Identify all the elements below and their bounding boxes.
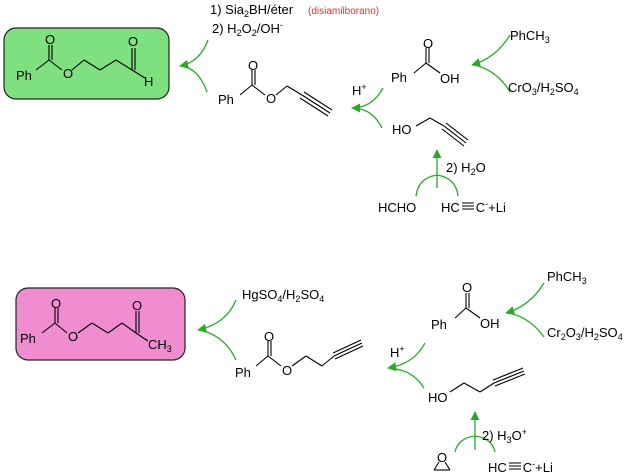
benzoic-acid-structure-bottom xyxy=(454,293,481,319)
arrow-toluene-oxidation-bottom xyxy=(505,282,545,338)
benzoic-acid-structure xyxy=(413,48,441,74)
product-ph-label: Ph xyxy=(16,68,32,83)
propargyl-benzoate-structure xyxy=(239,70,333,117)
product-carbonyl-o: O xyxy=(45,32,55,47)
dichromate-label: Cr2O3/H2SO4 xyxy=(547,325,623,342)
arrow-toluene-oxidation xyxy=(471,34,511,93)
arrow-hydration xyxy=(197,299,237,361)
epoxide-o-label: O xyxy=(437,450,447,465)
acid-ph-label-bottom: Ph xyxy=(431,317,447,332)
arrow-acetylide-addition xyxy=(415,149,459,197)
propargyl-alcohol-structure xyxy=(415,117,469,147)
butynyl-ester-ph-label: Ph xyxy=(235,365,251,380)
acid-ph-label: Ph xyxy=(391,70,407,85)
chromic-acid-label: CrO3/H2SO4 xyxy=(508,80,579,97)
acid-oh-label-bottom: OH xyxy=(480,316,500,331)
product-box-ketone xyxy=(15,287,186,361)
disiamylborane-note: (disiamilborano) xyxy=(308,6,379,17)
arrow-esterification xyxy=(351,87,384,129)
butynyl-benzoate-structure xyxy=(255,339,364,367)
ester-o: O xyxy=(266,91,276,106)
ketone-product-ester-o: O xyxy=(68,329,78,344)
acid-catalyst-label: H+ xyxy=(352,82,367,98)
acid-carbonyl-o-bottom: O xyxy=(462,280,472,295)
product-box-aldehyde xyxy=(3,27,170,100)
arrow-epoxide-opening xyxy=(454,411,496,453)
acid-catalyst-label-bottom: H+ xyxy=(390,344,405,360)
formaldehyde-label: HCHO xyxy=(378,200,416,215)
butynyl-ester-carbonyl-o: O xyxy=(264,329,274,344)
acid-workup-label: 2) H3O+ xyxy=(482,427,527,445)
butynol-ho-label: HO xyxy=(428,390,448,405)
ketone-product-ketone-o: O xyxy=(132,298,142,313)
arrow-esterification-bottom xyxy=(387,342,426,389)
step-oxidation-label: 2) H2O2/OH- xyxy=(212,20,283,38)
triple-bond-symbol-top xyxy=(462,202,474,210)
product-aldehyde-h: H xyxy=(144,74,153,89)
acid-oh-label: OH xyxy=(440,71,460,86)
triple-bond-symbol-bottom xyxy=(509,462,521,470)
product-aldehyde-o: O xyxy=(128,34,138,49)
ketone-product-carbonyl-o: O xyxy=(51,296,61,311)
toluene-label: PhCH3 xyxy=(510,28,550,45)
product-aldehyde-structure xyxy=(35,45,146,79)
water-workup-label: 2) H2O xyxy=(446,160,486,177)
butynyl-ester-o: O xyxy=(282,363,292,378)
toluene-label-bottom: PhCH3 xyxy=(547,269,587,286)
arrow-hydroboration xyxy=(179,39,209,93)
acid-carbonyl-o: O xyxy=(423,36,433,51)
product-ester-o: O xyxy=(63,66,73,81)
propargyl-ho-label: HO xyxy=(392,122,412,137)
step-hydroboration-label: 1) Sia2BH/éter xyxy=(210,2,294,19)
ester-carbonyl-o: O xyxy=(248,58,258,73)
ester-ph-label: Ph xyxy=(218,92,234,107)
product-ketone-structure xyxy=(41,308,149,342)
ketone-product-methyl: CH3 xyxy=(148,337,172,354)
ketone-product-ph-label: Ph xyxy=(20,331,36,346)
butynol-structure xyxy=(449,367,526,393)
ethylene-oxide-structure xyxy=(433,461,451,471)
hydration-reagent-label: HgSO4/H2SO4 xyxy=(242,287,324,304)
